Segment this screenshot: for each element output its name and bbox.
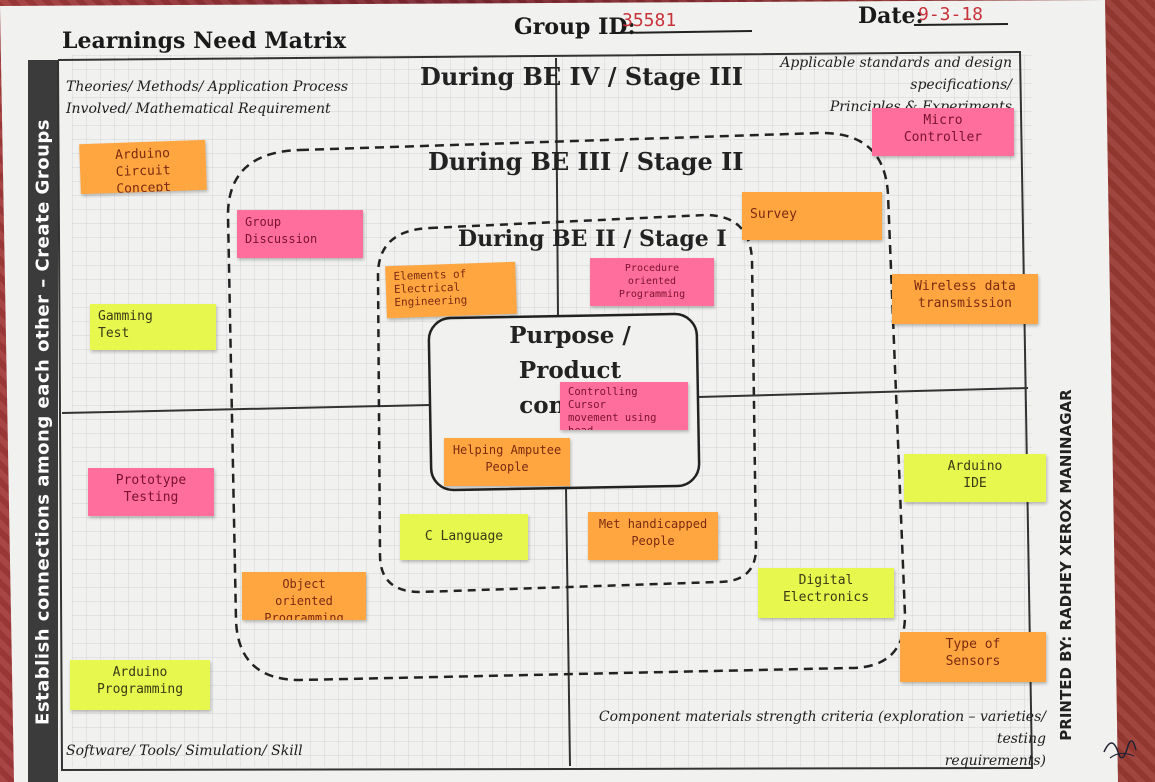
group-id-label: Group ID:: [514, 14, 636, 40]
stage-3-title: During BE IV / Stage III: [420, 62, 743, 91]
group-id-value: 35581: [622, 10, 677, 31]
stage-1-title: During BE II / Stage I: [458, 226, 727, 252]
signature-mark: [1103, 740, 1137, 759]
quadrant-top-left-label: Theories/ Methods/ Application Process I…: [66, 79, 349, 117]
date-value: 9-3-18: [918, 4, 984, 25]
date-label: Date:: [858, 3, 924, 29]
sticky-note: Survey: [742, 192, 882, 240]
stage-2-title: During BE III / Stage II: [428, 147, 744, 176]
page-title: Learnings Need Matrix: [62, 28, 347, 54]
sticky-note: C Language: [400, 514, 528, 560]
quadrant-bottom-right-label: Component materials strength criteria (e…: [598, 709, 1046, 769]
quadrant-bottom-left-label: Software/ Tools/ Simulation/ Skill: [66, 743, 303, 759]
printed-by-label: PRINTED BY: RADHEY XEROX MANINAGAR: [1057, 389, 1075, 741]
side-band: [28, 60, 58, 782]
